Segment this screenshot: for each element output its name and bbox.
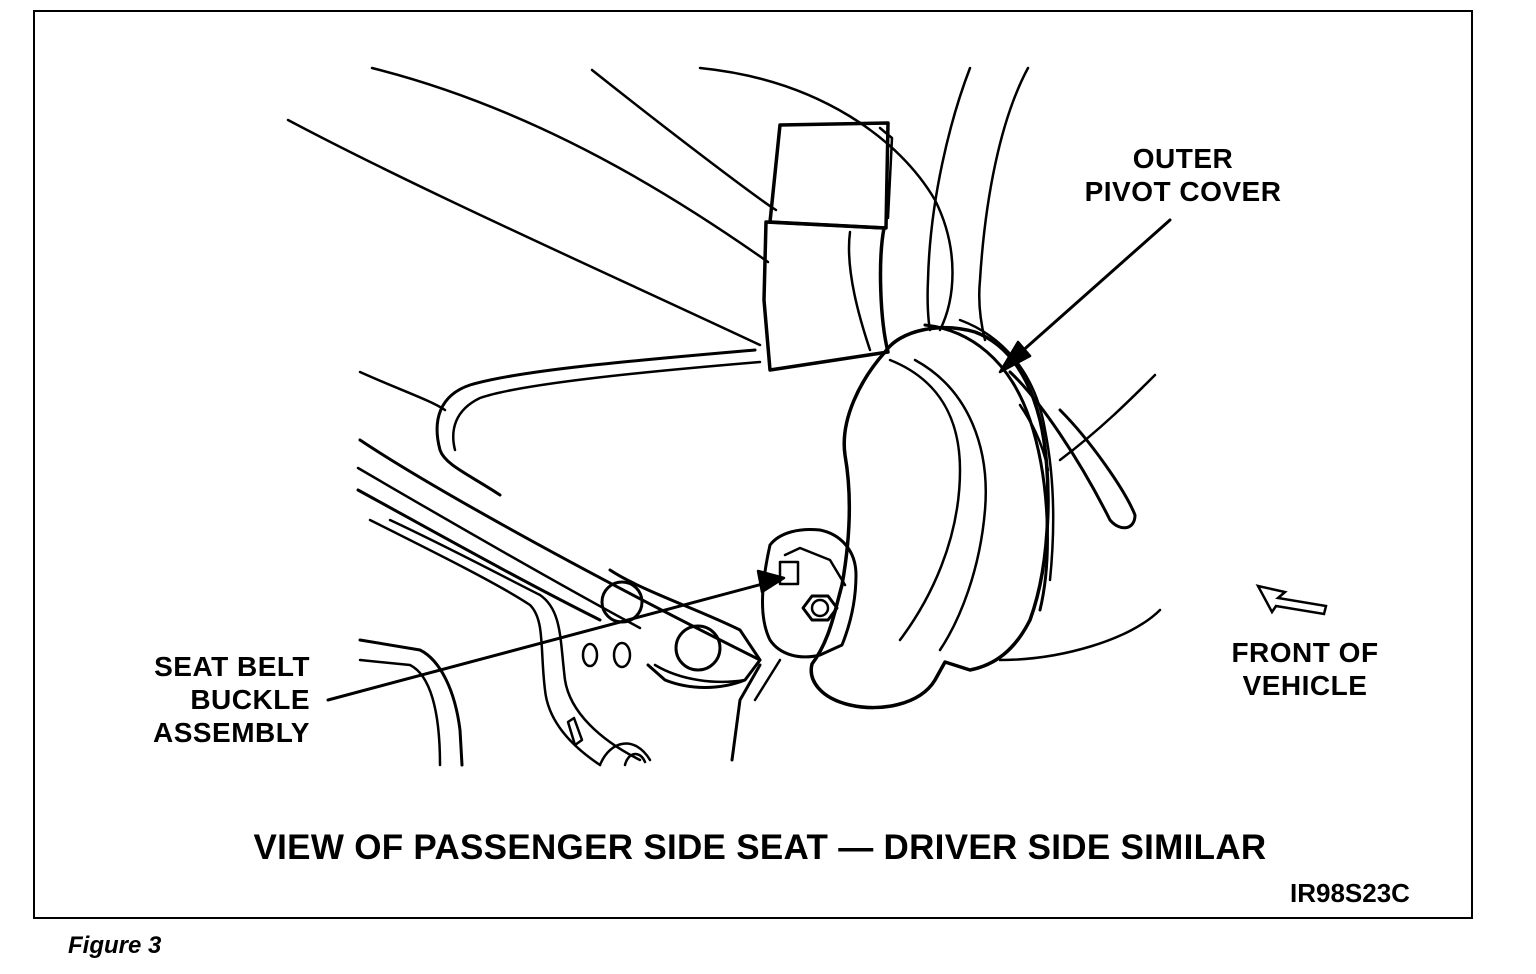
bracket-plate [608, 568, 762, 689]
seat-cushion-curve [998, 608, 1162, 662]
belt-webbing [768, 121, 890, 230]
front-of-vehicle-line-1: FRONT OF [1231, 637, 1379, 668]
frame-rail-1 [358, 438, 762, 662]
trim-arm-lower [358, 370, 447, 412]
lower-left-outline-2 [358, 658, 442, 767]
anchor-bolt-head [810, 598, 830, 618]
bracket-slot [653, 663, 747, 684]
pivot-cover-edge [958, 318, 1055, 582]
side-stalk-line [1058, 373, 1157, 462]
seat-side-line [286, 118, 762, 347]
seat-back-outline [370, 66, 770, 264]
front-arrow [1255, 584, 1328, 616]
pivot-cover-rim [923, 323, 1049, 612]
anchor-nut [801, 594, 839, 622]
front-of-vehicle-label: FRONT OF VEHICLE [1210, 636, 1400, 702]
lower-left-loop-2 [623, 752, 647, 767]
leader-pivot-cover [1008, 218, 1172, 364]
leader-seat-belt [326, 580, 772, 702]
frame-rail-3 [356, 488, 602, 622]
seat-belt-buckle-line-3: ASSEMBLY [152, 717, 310, 748]
figure-frame [33, 10, 1473, 919]
anchor-tab [778, 560, 800, 586]
belt-sleeve [762, 220, 890, 372]
seat-back-edge [590, 68, 778, 212]
seat-belt-buckle-line-1: SEAT BELT [154, 651, 310, 682]
leader-seat-belt-arrowhead [756, 569, 786, 594]
outer-pivot-cover-label: OUTER PIVOT COVER [1068, 142, 1298, 208]
pivot-cover-contour [888, 358, 962, 642]
front-of-vehicle-line-2: VEHICLE [1242, 670, 1368, 701]
hole-1 [581, 642, 599, 668]
seat-belt-buckle-label: SEAT BELT BUCKLE ASSEMBLY [120, 650, 310, 749]
buckle-strap [730, 663, 762, 762]
leader-pivot-arrowhead [998, 340, 1032, 374]
lower-left-outline [358, 638, 464, 767]
bolster-left [926, 66, 972, 332]
outer-pivot-cover-line-1: OUTER [1132, 143, 1234, 174]
outer-pivot-cover-line-2: PIVOT COVER [1084, 176, 1282, 207]
view-caption: VIEW OF PASSENGER SIDE SEAT — DRIVER SID… [253, 828, 1267, 867]
lower-tab [566, 716, 584, 747]
buckle-anchor [761, 528, 858, 659]
frame-rail-2 [356, 466, 642, 630]
outer-pivot-cover [809, 326, 1050, 710]
side-stalk [1008, 370, 1137, 530]
hole-2 [612, 641, 632, 669]
trim-arm-inner [452, 360, 762, 452]
figure-number: Figure 3 [68, 932, 162, 959]
belt-webbing-fold [878, 126, 894, 220]
seat-cushion-curve-2 [1018, 403, 1050, 472]
buckle-strap-2 [753, 658, 782, 702]
buckle-anchor-inner [783, 546, 847, 587]
pivot-cover-contour-2 [913, 358, 987, 652]
lower-left-loop [598, 742, 652, 767]
frame-rail-5 [388, 518, 642, 762]
seat-back-curve [698, 66, 954, 332]
bolster-right [977, 66, 1030, 342]
figure-code: IR98S23C [1290, 878, 1410, 908]
bolt-lower [674, 624, 722, 672]
belt-sleeve-shade [847, 230, 872, 352]
seat-belt-buckle-line-2: BUCKLE [190, 684, 310, 715]
frame-rail-4 [368, 518, 602, 767]
trim-arm-upper [435, 348, 757, 497]
